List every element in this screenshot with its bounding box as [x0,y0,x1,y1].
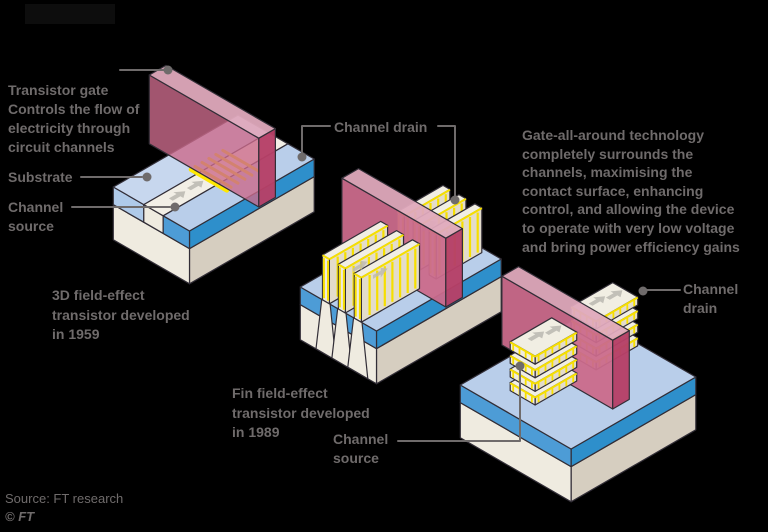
leader-channel-source-left [71,202,180,212]
leader-substrate [80,172,152,182]
t1-caption: 3D field-effect transistor developed in … [52,287,190,342]
leader-lines [71,65,681,442]
ft-copyright: © FT [5,509,35,524]
channel-drain-top-label: Channel drain [334,119,428,135]
transistor-gate-wall [148,64,276,208]
fin-front-pillars [315,298,369,380]
leader-channel-source-t3 [397,361,525,442]
masthead-box [25,4,115,24]
source-line: Source: FT research [5,491,124,506]
current-flow-arrows [168,180,204,201]
channel-drain-right-label: Channel drain [683,281,739,316]
transistor-gate-label-title: Transistor gate [8,82,109,98]
leader-transistor-gate [119,65,173,75]
t2-caption: Fin field-effect transistor developed in… [232,385,370,440]
substrate-label: Substrate [8,169,73,185]
channel-source-bottom-label: Channel source [333,431,389,466]
transistor-finfet [299,168,502,385]
source-fins [321,220,421,323]
source-nanosheet-stack [509,317,578,406]
leader-channel-drain-t1 [297,125,331,162]
gaa-note: Gate-all-around technology completely su… [522,127,740,255]
transistor-3d-fet [112,64,315,285]
channel-fin [353,239,421,323]
leader-channel-drain-t3 [638,286,681,296]
leader-channel-drain-t2 [437,125,460,205]
channel-source-left-label: Channel source [8,199,64,234]
transistor-gate-label-desc: Controls the flow of electricity through… [8,101,140,155]
transistor-gate-label: Transistor gate Controls the flow of ele… [8,62,139,176]
